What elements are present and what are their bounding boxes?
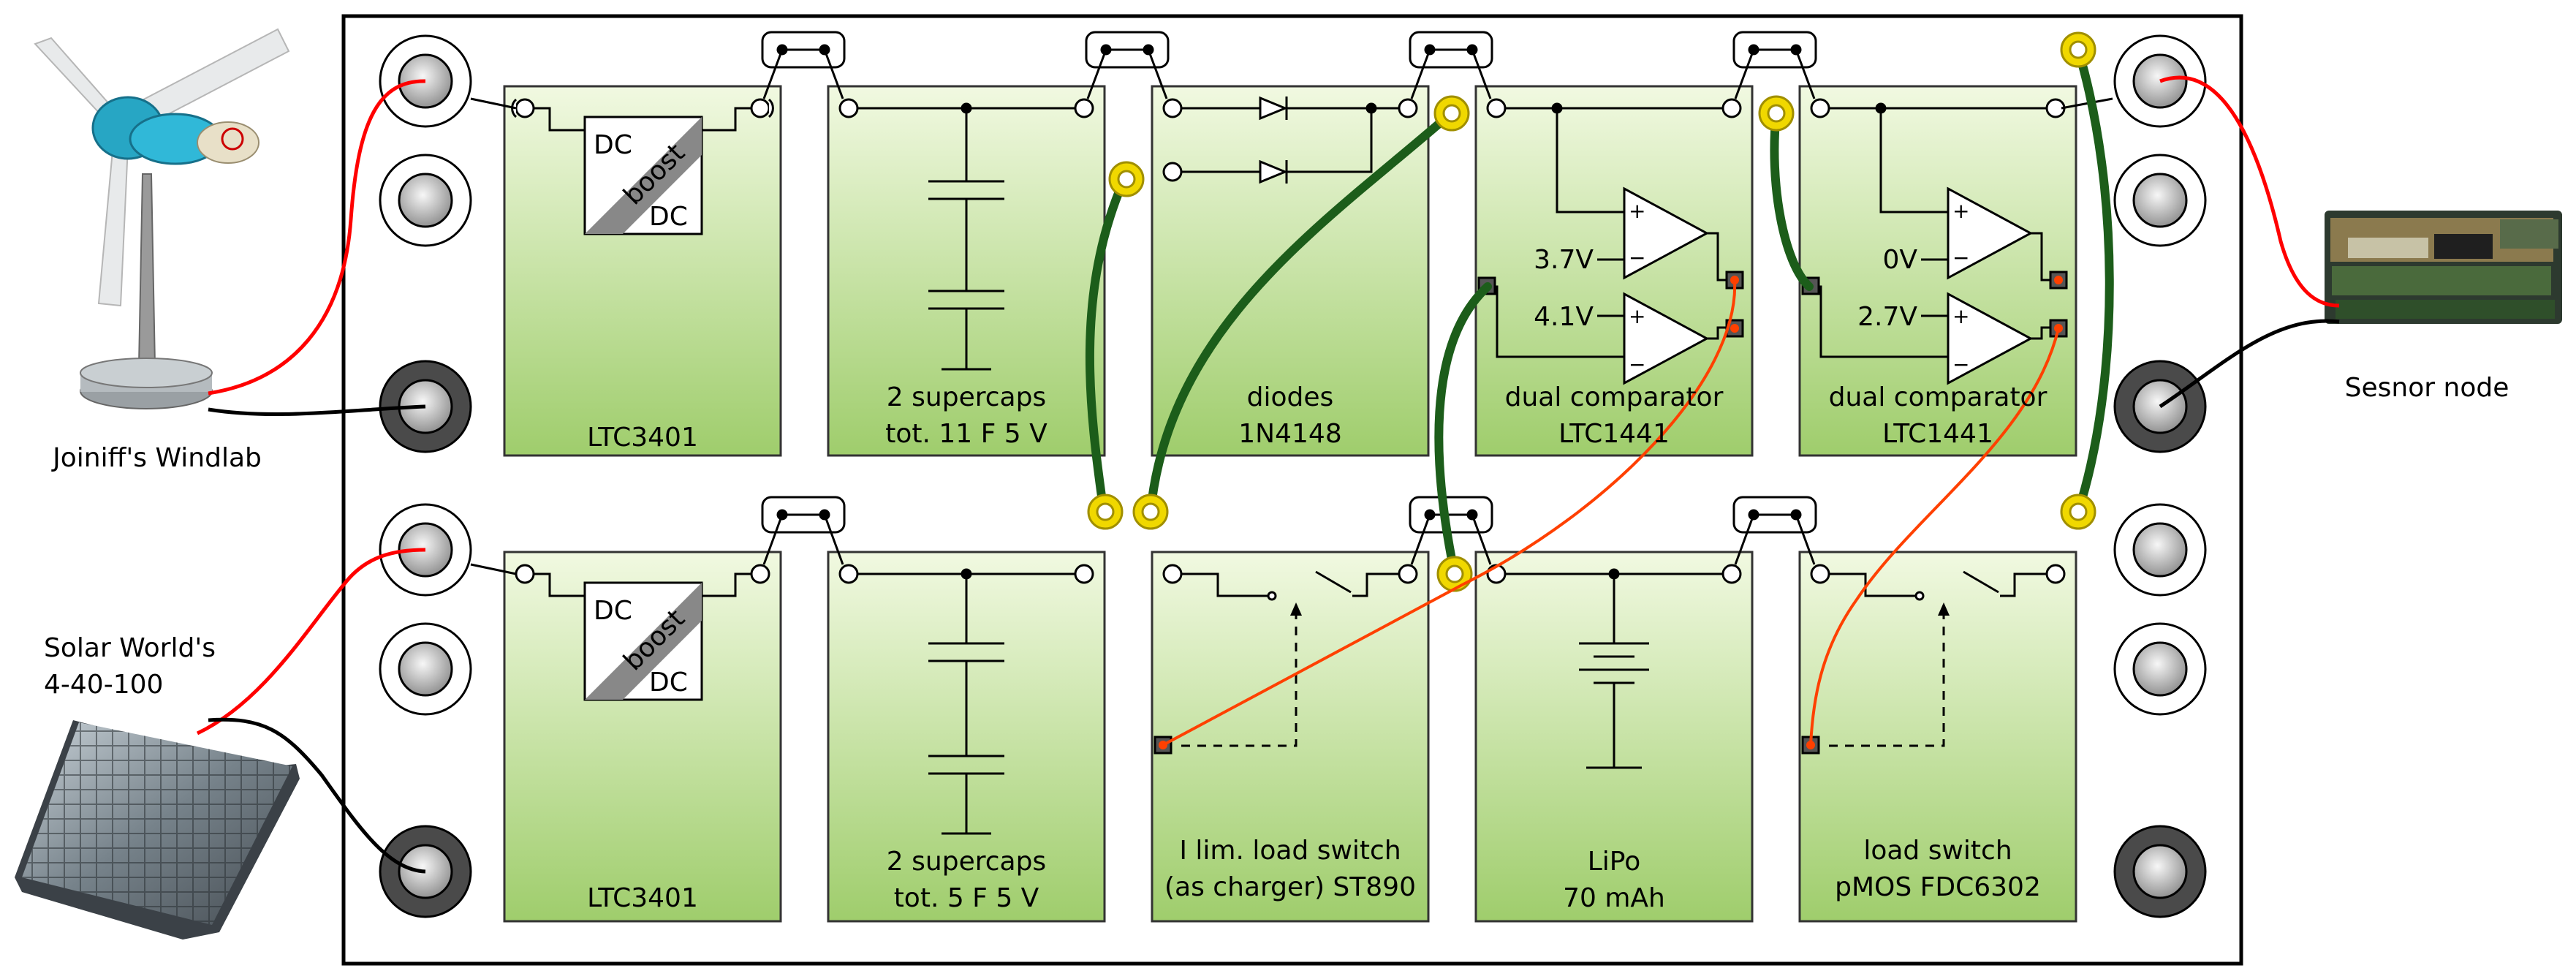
caption-top-4a: dual comparator — [1505, 382, 1724, 412]
sensor-node-image — [2325, 211, 2562, 324]
svg-text:−: − — [1952, 352, 1969, 377]
converter-in-bottom: DC — [594, 596, 632, 626]
caption-bottom-3b: (as charger) ST890 — [1164, 872, 1416, 902]
caption-top-2b: tot. 11 F 5 V — [885, 419, 1048, 449]
caption-bottom-1: LTC3401 — [587, 883, 698, 913]
module-diodes — [1151, 85, 1430, 457]
green-wires — [1085, 45, 2114, 578]
jumper-bridges — [761, 31, 1817, 565]
yellow-jacks — [1087, 31, 2096, 592]
caption-top-5b: LTC1441 — [1882, 419, 1993, 449]
svg-text:+: + — [1952, 304, 1969, 328]
solar-label-line1: Solar World's — [44, 633, 216, 663]
comparator-signs: + − + − + − + − — [1629, 199, 1969, 377]
caption-top-5a: dual comparator — [1829, 382, 2047, 412]
comp1-lower-threshold: 4.1V — [1534, 302, 1594, 332]
caption-bottom-2a: 2 supercaps — [887, 847, 1046, 877]
svg-text:+: + — [1629, 199, 1645, 223]
caption-bottom-3a: I lim. load switch — [1179, 836, 1401, 866]
module-comparator-1 — [1474, 85, 1754, 457]
caption-top-4b: LTC1441 — [1558, 419, 1670, 449]
solar-panel-image — [15, 720, 300, 940]
comp2-lower-threshold: 2.7V — [1857, 302, 1917, 332]
module-load-switch-charger — [1151, 551, 1430, 923]
converter-out-top: DC — [649, 202, 688, 232]
signal-pin-dots — [1159, 276, 2063, 749]
caption-bottom-2b: tot. 5 F 5 V — [894, 883, 1039, 913]
right-sockets — [2113, 34, 2207, 918]
wind-turbine-image — [34, 28, 290, 409]
windlab-label: Joiniff's Windlab — [51, 443, 262, 473]
caption-bottom-5b: pMOS FDC6302 — [1835, 872, 2041, 902]
svg-text:+: + — [1629, 304, 1645, 328]
caption-top-1: LTC3401 — [587, 423, 698, 453]
module-terminals — [511, 98, 2066, 584]
signal-wires — [1162, 279, 2060, 746]
converter-in-top: DC — [594, 130, 632, 160]
svg-text:−: − — [1952, 246, 1969, 270]
svg-text:+: + — [1952, 199, 1969, 223]
caption-bottom-5a: load switch — [1863, 836, 2012, 866]
svg-text:−: − — [1629, 352, 1645, 377]
caption-top-3a: diodes — [1247, 382, 1334, 412]
comp1-upper-threshold: 3.7V — [1534, 245, 1594, 275]
caption-top-2a: 2 supercaps — [887, 382, 1046, 412]
caption-top-3b: 1N4148 — [1238, 419, 1341, 449]
external-wires — [196, 75, 2340, 874]
caption-bottom-4b: 70 mAh — [1563, 883, 1665, 913]
bottom-modules — [503, 551, 2077, 923]
converter-out-bottom: DC — [649, 668, 688, 698]
module-load-switch-pmos — [1798, 551, 2077, 923]
comp2-upper-threshold: 0V — [1882, 245, 1917, 275]
solar-label-line2: 4-40-100 — [44, 670, 163, 700]
sensor-label: Sesnor node — [2345, 373, 2509, 403]
svg-text:−: − — [1629, 246, 1645, 270]
caption-bottom-4a: LiPo — [1588, 847, 1641, 877]
